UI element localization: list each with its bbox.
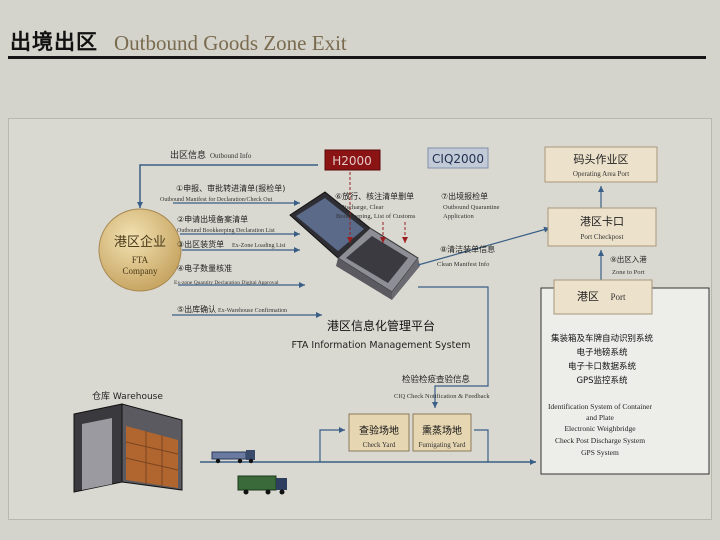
- ciq2000-label: CIQ2000: [432, 152, 484, 166]
- platform-to-port-line: 检验检疫查验信息 CIQ Check Notification & Feedba…: [394, 286, 490, 408]
- operating-area-cn: 码头作业区: [574, 153, 629, 166]
- quantity-arrow: ④电子数量核准 Ex-zone Quantity Declaration Dig…: [174, 263, 305, 288]
- port-checkpost-box: 港区卡口 Port Checkpost: [547, 207, 657, 247]
- bookkeeping-arrow: ②申请出境备案清单 Outbound Bookkeeping Declarati…: [177, 214, 300, 237]
- ciq-check-en: CIQ Check Notification & Feedback: [394, 393, 490, 400]
- container-truck-icon: [237, 475, 287, 495]
- exit-zone-cn: ⑨出区入港: [610, 254, 647, 264]
- quarantine-en2: Application: [443, 213, 474, 220]
- clear-manifest-en: Clean Manifest Info: [437, 261, 489, 268]
- header-divider: [8, 56, 706, 59]
- port-box: 港区 Port 集装箱及车牌自动识别系统 电子地磅系统 电子卡口数据系统 GPS…: [540, 279, 710, 475]
- page-title-cn: 出境出区: [10, 30, 98, 54]
- port-system-en-1: and Plate: [586, 413, 614, 422]
- loading-arrow: ③出区装货单 Ex-Zone Loading List: [177, 239, 300, 253]
- discharge-cn: ⑥放行、核注清单删单: [335, 191, 414, 201]
- warehouse-label: 仓库 Warehouse: [92, 390, 163, 402]
- port-system-cn-3: GPS监控系统: [576, 375, 628, 386]
- fta-company-node: 港区企业 FTA Company: [98, 208, 182, 292]
- manifest-cn: ①申报、审批转进清单(报检单): [176, 183, 285, 193]
- fumigating-yard-cn: 熏蒸场地: [422, 424, 462, 437]
- quantity-en: Ex-zone Quantity Declaration Digital App…: [174, 280, 279, 286]
- outbound-info-cn: 出区信息: [170, 149, 206, 161]
- yard-connectors: [319, 427, 489, 462]
- warehouse-confirm-arrow: ⑤出库确认 Ex-Warehouse Confirmation: [172, 304, 322, 318]
- bookkeeping-cn: ②申请出境备案清单: [177, 214, 248, 224]
- discharge-note: ⑥放行、核注清单删单 Discharge, Clear Bookkeeping,…: [335, 191, 416, 220]
- platform-cn: 港区信息化管理平台: [327, 318, 435, 333]
- port-title-en: Port: [610, 292, 626, 302]
- quarantine-en1: Outbound Quarantine: [443, 204, 500, 211]
- bookkeeping-en: Outbound Bookkeeping Declaration List: [177, 228, 275, 234]
- warehouse-confirm-cn: ⑤出库确认: [177, 304, 216, 314]
- truck-icon: [211, 450, 255, 464]
- ciq2000-box: CIQ2000: [427, 147, 489, 169]
- loading-en: Ex-Zone Loading List: [232, 243, 286, 249]
- check-yard-cn: 查验场地: [359, 424, 399, 437]
- manifest-en: Outbound Manifest for Declaration/Check …: [160, 196, 273, 203]
- exit-zone-arrow: ⑨出区入港 Zone to Port: [598, 250, 647, 285]
- outbound-info-arrow: 出区信息 Outbound Info: [137, 149, 318, 208]
- h2000-label: H2000: [332, 154, 372, 168]
- manifest-arrow: ①申报、审批转进清单(报检单) Outbound Manifest for De…: [160, 183, 300, 206]
- ciq-check-cn: 检验检疫查验信息: [402, 374, 471, 385]
- port-title-cn: 港区: [577, 290, 599, 303]
- exit-zone-en: Zone to Port: [612, 269, 645, 276]
- port-checkpost-en: Port Checkpost: [581, 233, 624, 241]
- port-system-cn-0: 集装箱及车牌自动识别系统: [551, 333, 654, 344]
- fta-company-cn: 港区企业: [114, 234, 166, 250]
- discharge-en1: Discharge, Clear: [340, 204, 384, 211]
- warehouse-confirm-en: Ex-Warehouse Confirmation: [218, 307, 287, 314]
- port-system-en-2: Electronic Weighbridge: [564, 424, 636, 433]
- port-system-cn-1: 电子地磅系统: [576, 347, 628, 358]
- discharge-en2: Bookkeeping, List of Customs: [336, 213, 416, 220]
- port-checkpost-cn: 港区卡口: [580, 215, 624, 228]
- port-system-en-4: GPS System: [581, 448, 619, 457]
- operating-area-en: Operating Area Port: [573, 170, 629, 178]
- loading-cn: ③出区装货单: [177, 239, 224, 249]
- system-feedback-arrows: [347, 172, 408, 243]
- page-title-en: Outbound Goods Zone Exit: [114, 31, 347, 55]
- fumigating-yard-box: 熏蒸场地 Fumigating Yard: [412, 413, 472, 452]
- check-yard-en: Check Yard: [363, 441, 396, 449]
- quantity-cn: ④电子数量核准: [177, 263, 232, 273]
- outbound-info-en: Outbound Info: [210, 152, 252, 160]
- clear-manifest-cn: ⑧清洁装单信息: [440, 244, 495, 254]
- fumigating-yard-en: Fumigating Yard: [418, 441, 466, 449]
- fta-company-en2: Company: [123, 266, 158, 276]
- warehouse-icon: [73, 403, 183, 493]
- operating-area-box: 码头作业区 Operating Area Port: [544, 146, 658, 183]
- h2000-box: H2000: [324, 149, 381, 171]
- fta-company-en1: FTA: [132, 255, 149, 265]
- page-header: 出境出区 Outbound Goods Zone Exit: [10, 22, 347, 56]
- port-system-cn-2: 电子卡口数据系统: [568, 361, 637, 372]
- check-yard-box: 查验场地 Check Yard: [348, 413, 410, 452]
- clear-manifest-arrow: ⑧清洁装单信息 Clean Manifest Info: [417, 226, 551, 268]
- port-system-en-0: Identification System of Container: [548, 402, 652, 411]
- quarantine-note: ⑦出境报检单 Outbound Quarantine Application: [441, 191, 500, 220]
- quarantine-cn: ⑦出境报检单: [441, 191, 488, 201]
- port-system-en-3: Check Post Discharge System: [555, 436, 645, 445]
- platform-en: FTA Information Management System: [292, 340, 471, 351]
